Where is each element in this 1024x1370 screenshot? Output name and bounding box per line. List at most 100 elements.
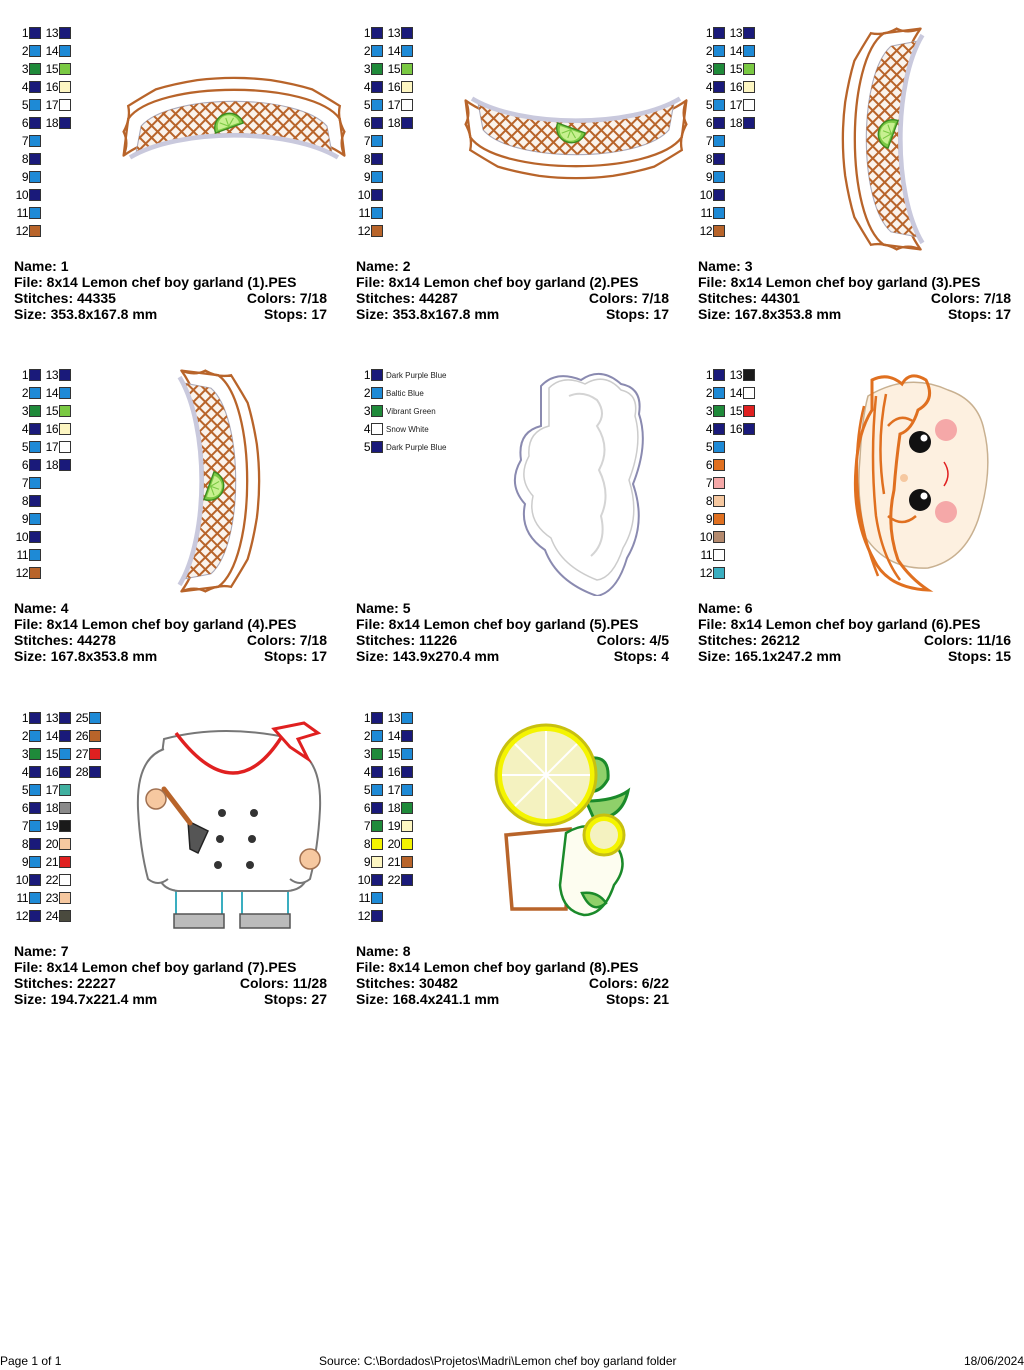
color-swatch [29,405,41,417]
color-swatch [371,387,383,399]
palette-entry: 8 [356,835,383,853]
palette-number: 19 [387,819,401,833]
design-name: Name: 2 [356,258,410,274]
palette-entry: 10 [698,528,725,546]
stop-count-label: Stops: [605,991,650,1007]
design-file-label: File: [356,959,385,975]
color-swatch [713,81,725,93]
palette-entry: 5 [14,96,41,114]
palette-entry: 11 [356,204,383,222]
palette-number: 26 [75,729,89,743]
palette-number: 12 [699,224,713,238]
palette-number: 8 [21,152,29,166]
palette-number: 9 [705,170,713,184]
palette-entry: 1 [698,24,725,42]
stop-count-label: Stops: [947,306,992,322]
palette-number: 4 [705,422,713,436]
palette-entry: 18 [44,456,71,474]
palette-entry: 24 [44,907,71,925]
palette-number: 16 [45,422,59,436]
design-name: Name: 4 [14,600,68,616]
design-name: Name: 6 [698,600,752,616]
design-file: File: 8x14 Lemon chef boy garland (8).PE… [356,959,638,975]
color-swatch [59,892,71,904]
stop-count-value: 15 [995,648,1011,664]
palette-number: 7 [705,134,713,148]
design-name-label: Name: [356,258,399,274]
palette-entry: 6 [14,799,41,817]
palette-number: 8 [705,152,713,166]
color-swatch [401,712,413,724]
color-swatch [59,766,71,778]
design-size-value: 143.9x270.4 mm [392,648,500,664]
palette-entry: 8 [14,492,41,510]
color-swatch [59,730,71,742]
color-swatch [371,910,383,922]
color-swatch [401,27,413,39]
palette-entry: 12 [356,907,383,925]
color-swatch [713,549,725,561]
stitch-count: Stitches: 26212 [698,632,800,648]
design-name-label: Name: [14,600,57,616]
color-swatch [371,838,383,850]
palette-entry: 10 [14,186,41,204]
palette-number: 15 [45,62,59,76]
stitch-count-label: Stitches: [14,290,74,306]
color-swatch [29,477,41,489]
design-preview-wave-arc-left [139,366,279,596]
palette-number: 20 [387,837,401,851]
palette-entry: 4 [356,78,383,96]
color-swatch [371,748,383,760]
palette-entry: 19 [386,817,413,835]
palette-entry: 3 [698,402,725,420]
stop-count: Stops: 27 [264,991,327,1007]
stop-count-value: 17 [995,306,1011,322]
design-name-value: 8 [402,943,411,959]
palette-number: 22 [45,873,59,887]
color-swatch [713,369,725,381]
color-swatch [401,802,413,814]
palette-number: 14 [729,386,743,400]
palette-number: 17 [45,783,59,797]
color-swatch [713,117,725,129]
stop-count-value: 17 [311,306,327,322]
color-swatch [29,856,41,868]
palette-number: 3 [705,404,713,418]
palette-number: 6 [705,458,713,472]
palette-entry: 9 [356,853,383,871]
stitch-count-label: Stitches: [356,632,416,648]
palette-number: 11 [358,891,371,905]
design-name-label: Name: [356,943,399,959]
design-file-label: File: [356,274,385,290]
palette-number: 4 [21,765,29,779]
stitch-count-value: 44278 [77,632,116,648]
palette-number: 6 [21,458,29,472]
color-swatch [371,369,383,381]
palette-number: 2 [363,44,371,58]
design-size-value: 353.8x167.8 mm [392,306,500,322]
palette-number: 8 [363,152,371,166]
palette-number: 16 [387,80,401,94]
color-swatch [713,207,725,219]
stop-count-label: Stops: [263,991,308,1007]
palette-entry: 16 [44,763,71,781]
design-preview-lemons [476,709,656,939]
color-swatch [59,802,71,814]
design-size-value: 165.1x247.2 mm [734,648,842,664]
color-count-value: 11/28 [292,975,327,991]
palette-entry: 3 [14,402,41,420]
color-swatch [29,99,41,111]
color-swatch [89,730,101,742]
palette-entry: 10 [356,186,383,204]
palette-number: 8 [363,837,371,851]
design-name: Name: 8 [356,943,410,959]
stitch-count-value: 11226 [419,632,458,648]
palette-entry: 27 [74,745,101,763]
palette-entry: 13 [44,709,71,727]
